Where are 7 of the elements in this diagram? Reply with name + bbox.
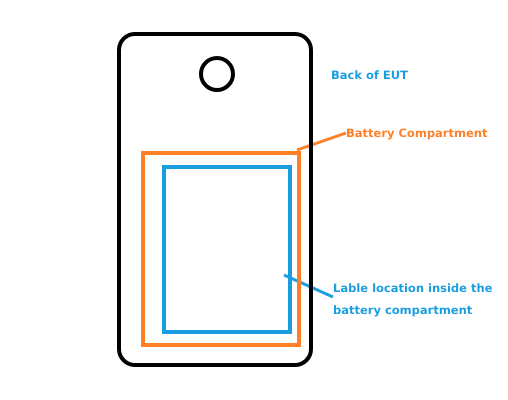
- label-location-outline: [162, 165, 292, 334]
- phone-back-outline: [117, 32, 313, 367]
- battery-compartment-outline: [141, 151, 301, 347]
- callout-text: Lable location inside the battery compartment: [333, 277, 505, 323]
- callout-text: Battery Compartment: [346, 122, 496, 144]
- heading-label: Back of EUT: [331, 67, 408, 84]
- camera-circle: [199, 56, 235, 92]
